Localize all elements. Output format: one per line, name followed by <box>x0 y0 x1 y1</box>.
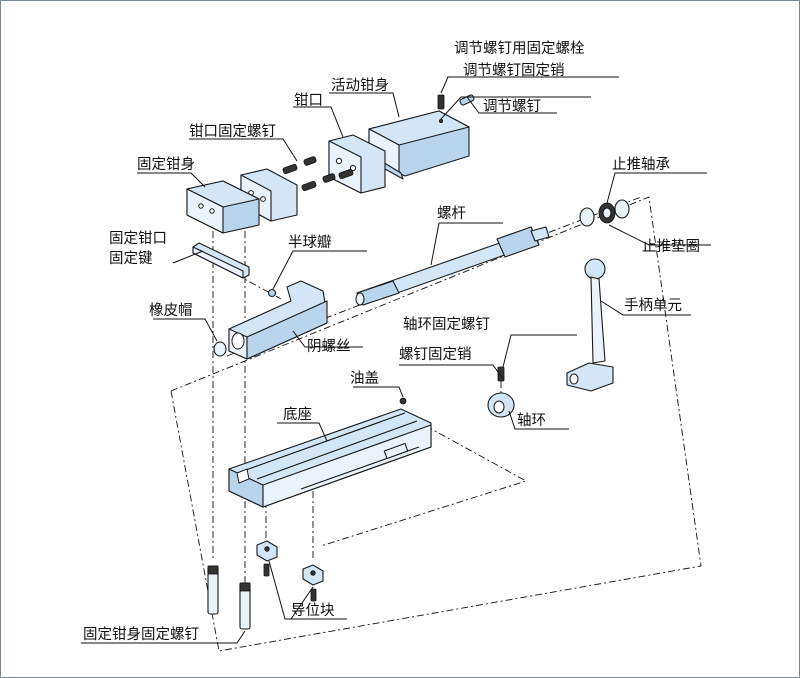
label-collar-fixing-screw: 轴环固定螺钉 <box>403 316 490 333</box>
label-female-thread: 阴螺丝 <box>307 338 351 355</box>
label-adjust-bolt: 调节螺钉 <box>483 98 541 115</box>
label-oil-cap: 油盖 <box>350 370 379 387</box>
label-adjust-bolt-fixing-bolt: 调节螺钉用固定螺栓 <box>454 40 585 57</box>
adjust-bolt-fixing-bolt-part <box>437 94 445 110</box>
label-jaw: 钳口 <box>294 92 323 109</box>
fixed-jaw-body-fixing-screws <box>207 565 251 630</box>
guide-blocks <box>256 540 324 602</box>
label-half-ball-valve: 半球瓣 <box>288 234 332 251</box>
label-collar: 轴环 <box>517 412 546 429</box>
adjust-bolt-fixing-pin-part <box>438 119 443 124</box>
handle-unit <box>566 258 614 392</box>
half-ball-valve-part <box>267 288 277 298</box>
label-fixed-jaw-body-fixing-screw: 固定钳身固定螺钉 <box>83 626 199 643</box>
guide-outline-main <box>170 196 702 652</box>
collar <box>487 366 515 418</box>
label-handle-unit: 手柄单元 <box>624 297 682 314</box>
fixed-jaw-body <box>186 180 260 234</box>
label-fixed-jaw-body: 固定钳身 <box>137 156 195 173</box>
label-thrust-washer: 止推垫圈 <box>642 238 700 255</box>
rubber-cap-part <box>213 341 227 357</box>
leader-lines <box>81 76 711 644</box>
label-movable-jaw-body: 活动钳身 <box>331 77 389 94</box>
label-adjust-bolt-fixing-pin: 调节螺钉固定销 <box>463 62 565 79</box>
part-labels: 调节螺钉用固定螺栓 调节螺钉固定销 调节螺钉 活动钳身 钳口 钳口固定螺钉 固定… <box>83 40 700 643</box>
label-jaw-fixing-screw: 钳口固定螺钉 <box>189 123 276 140</box>
thrust-bearing-group <box>579 199 630 227</box>
guide-base-right <box>320 425 528 547</box>
label-guide-block: 导位块 <box>291 602 335 619</box>
base <box>228 408 432 508</box>
thrust-washer-part <box>579 207 595 227</box>
label-base: 底座 <box>283 406 312 423</box>
fixed-key <box>192 242 250 279</box>
label-fixed-jaw-line1: 固定钳口 <box>109 230 167 247</box>
label-screw-rod: 螺杆 <box>437 205 466 222</box>
screw-rod <box>355 226 550 306</box>
label-rubber-cap: 橡皮帽 <box>149 302 193 319</box>
label-thrust-bearing: 止推轴承 <box>612 156 670 173</box>
label-fixed-jaw-line2: 固定键 <box>109 250 153 267</box>
jaw-fixing-screws <box>282 156 354 192</box>
female-thread-block <box>228 280 328 360</box>
oil-cap-part <box>399 397 407 405</box>
label-screw-fixing-pin: 螺钉固定销 <box>399 346 472 363</box>
